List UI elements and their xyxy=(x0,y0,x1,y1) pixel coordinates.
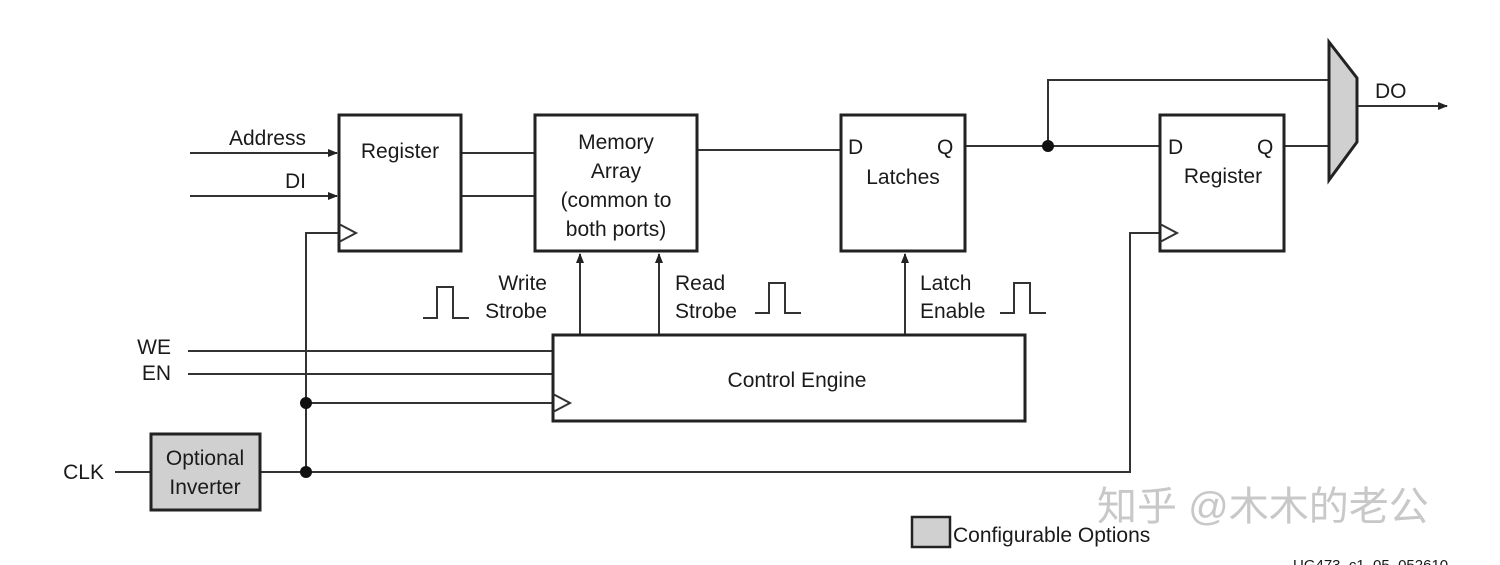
input-register-label: Register xyxy=(361,140,439,163)
read-strobe-label: Read xyxy=(675,272,725,295)
write-strobe-label: Strobe xyxy=(485,300,547,323)
optional-inverter-label: Inverter xyxy=(169,476,240,499)
output-register-label: Register xyxy=(1184,165,1262,188)
address-label: Address xyxy=(229,127,306,150)
memory-array-label: Array xyxy=(591,160,642,183)
latch-enable-label: Latch xyxy=(920,272,971,295)
bypass-wire xyxy=(1047,79,1329,146)
control-engine-block xyxy=(551,333,1027,423)
latches-block xyxy=(839,113,967,253)
clock-triangle-icon xyxy=(552,393,573,413)
legend-label: Configurable Options xyxy=(953,524,1150,547)
memory-array-label: (common to xyxy=(561,189,672,212)
legend-swatch xyxy=(910,515,952,549)
latch-enable-label: Enable xyxy=(920,300,985,323)
clock-triangle-icon xyxy=(1159,223,1180,243)
read-strobe-label: Strobe xyxy=(675,300,737,323)
junction-dot xyxy=(1042,140,1054,152)
memory-array-label: Memory xyxy=(578,131,654,154)
clock-wire xyxy=(260,232,1160,473)
di-label: DI xyxy=(285,170,306,193)
do-label: DO xyxy=(1375,80,1407,103)
clk-label: CLK xyxy=(63,461,104,484)
memory-array-block xyxy=(533,113,699,253)
control-engine-label: Control Engine xyxy=(728,369,867,392)
latches-q-port: Q xyxy=(937,136,953,159)
figure-id: UG473_c1_05_052610 xyxy=(1293,557,1448,565)
output-mux xyxy=(1327,37,1359,185)
memory-array-label: both ports) xyxy=(566,218,666,241)
output-register-q-port: Q xyxy=(1257,136,1273,159)
output-register-block xyxy=(1158,113,1286,253)
junction-dot xyxy=(300,466,312,478)
pulse-icon xyxy=(755,282,801,314)
output-register-d-port: D xyxy=(1168,136,1183,159)
junction-dot xyxy=(300,397,312,409)
clock-triangle-icon xyxy=(338,223,359,243)
write-strobe-label: Write xyxy=(498,272,547,295)
en-label: EN xyxy=(142,362,171,385)
reg-clock-wire xyxy=(305,232,339,472)
we-label: WE xyxy=(137,336,171,359)
watermark: 知乎 @木木的老公 xyxy=(1097,485,1429,529)
latches-label: Latches xyxy=(866,166,940,189)
wires xyxy=(115,79,1448,478)
optional-inverter-block xyxy=(149,432,262,512)
input-register-block xyxy=(337,113,463,253)
pulse-icon xyxy=(423,286,469,319)
optional-inverter-label: Optional xyxy=(166,447,244,470)
latches-d-port: D xyxy=(848,136,863,159)
pulse-icon xyxy=(1000,282,1046,314)
